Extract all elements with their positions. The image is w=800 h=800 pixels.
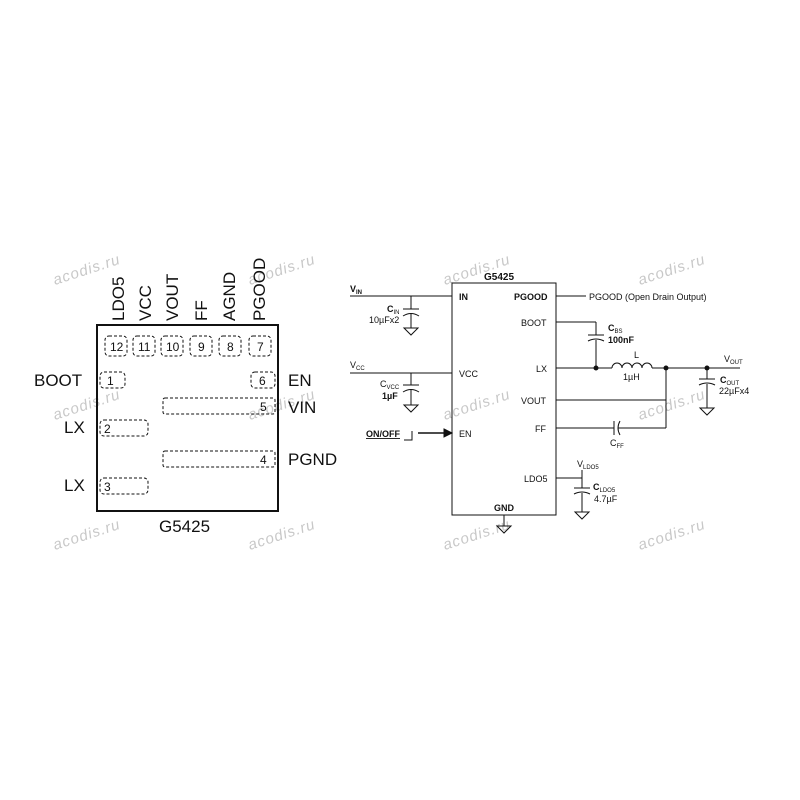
package-pinout: LDO5 VCC VOUT FF AGND PGOOD 12 11 10 9 8… <box>34 258 337 536</box>
cbs-label: CBS <box>608 323 623 335</box>
ic-pin-label: LX <box>536 364 547 374</box>
pin-number: 11 <box>138 340 151 354</box>
ic-pin-label: VOUT <box>521 396 547 406</box>
right-pin-name: PGND <box>288 450 337 469</box>
pin-number: 12 <box>110 340 124 354</box>
vcc-label: VCC <box>350 360 365 372</box>
right-pin-name: EN <box>288 371 312 390</box>
pin-pad <box>132 335 156 357</box>
cldo5-value: 4.7µF <box>594 494 618 504</box>
pin-pad <box>162 450 276 468</box>
cin-value: 10µFx2 <box>369 315 399 325</box>
ic-pin-label: VCC <box>459 369 479 379</box>
pin-number: 8 <box>227 340 234 354</box>
cbs-value: 100nF <box>608 335 635 345</box>
cout-label: COUT <box>720 375 740 387</box>
top-pin-name: AGND <box>220 272 239 321</box>
inductor-label: L <box>634 350 639 360</box>
pin-pad <box>160 335 184 357</box>
left-pin-name: LX <box>64 476 85 495</box>
top-pin-name: VCC <box>136 285 155 321</box>
pgood-output-label: PGOOD (Open Drain Output) <box>589 292 707 302</box>
watermark: acodis.ru <box>51 516 123 554</box>
pin-pad <box>99 477 149 495</box>
ic-pin-label: PGOOD <box>514 292 548 302</box>
watermark: acodis.ru <box>636 386 708 424</box>
watermark: acodis.ru <box>636 516 708 554</box>
cff-label: CFF <box>610 438 624 450</box>
pin-pad <box>104 335 128 357</box>
cin-label: CIN <box>387 304 400 316</box>
ic-pin-label: FF <box>535 424 546 434</box>
package-outline <box>96 324 279 512</box>
schematic-chip-name: G5425 <box>484 272 514 283</box>
pin-pad <box>218 335 242 357</box>
ic-pin-label: BOOT <box>521 318 547 328</box>
pin-number: 6 <box>259 374 266 388</box>
ic-pin-label: EN <box>459 429 472 439</box>
cldo5-label: CLDO5 <box>593 482 616 494</box>
vout-label: VOUT <box>724 354 743 366</box>
cout-value: 22µFx4 <box>719 386 749 396</box>
pin-number: 9 <box>198 340 205 354</box>
pin-number: 2 <box>104 422 111 436</box>
ic-pin-label: LDO5 <box>524 474 548 484</box>
left-pin-name: BOOT <box>34 371 82 390</box>
pin-pad <box>250 371 276 389</box>
watermark: acodis.ru <box>51 386 123 424</box>
watermark: acodis.ru <box>441 516 513 554</box>
package-chip-name: G5425 <box>159 517 210 536</box>
watermark: acodis.ru <box>246 516 318 554</box>
pin-pad <box>162 397 276 415</box>
pin-pad <box>99 371 126 389</box>
pin-number: 5 <box>260 400 267 414</box>
pin-pad <box>248 335 272 357</box>
pin-pad <box>189 335 213 357</box>
application-schematic <box>350 282 740 534</box>
pin-number: 1 <box>107 374 114 388</box>
vin-label: VIN <box>350 284 362 296</box>
cvcc-value: 1µF <box>382 391 398 401</box>
pin-number: 7 <box>257 340 264 354</box>
right-pin-name: VIN <box>288 398 316 417</box>
schematic-labels: G5425 IN VCC EN PGOOD BOOT LX VOUT FF LD… <box>350 272 749 513</box>
top-pin-name: FF <box>192 300 211 321</box>
onoff-label: ON/OFF <box>366 429 400 439</box>
inductor-value: 1µH <box>623 372 640 382</box>
watermark: acodis.ru <box>636 251 708 289</box>
ic-pin-label: GND <box>494 503 515 513</box>
left-pin-name: LX <box>64 418 85 437</box>
vldo5-label: VLDO5 <box>577 459 599 471</box>
top-pin-name: LDO5 <box>109 277 128 321</box>
pin-pad <box>99 419 149 437</box>
cvcc-label: CVCC <box>380 379 400 391</box>
top-pin-name: PGOOD <box>250 258 269 321</box>
top-pin-name: VOUT <box>163 274 182 321</box>
ic-pin-label: IN <box>459 292 468 302</box>
pin-number: 10 <box>166 340 180 354</box>
pin-number: 3 <box>104 480 111 494</box>
pin-number: 4 <box>260 453 267 467</box>
